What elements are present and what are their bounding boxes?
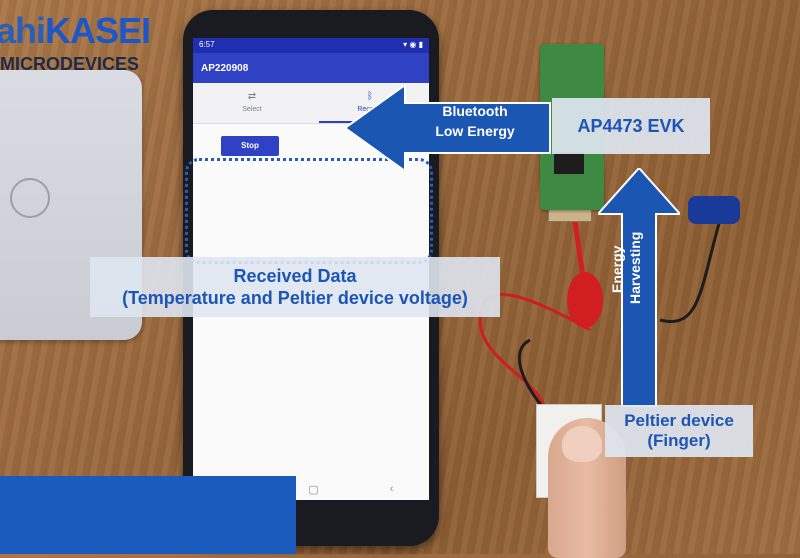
peltier-label-line2: (Finger) [647, 431, 711, 450]
peltier-label: Peltier device (Finger) [605, 405, 753, 457]
home-icon[interactable]: ▢ [308, 483, 319, 496]
company-logo: ahiKASEI MICRODEVICES [0, 10, 151, 75]
status-icons: ▾ ◉ ▮ [403, 40, 423, 49]
peltier-label-line1: Peltier device [624, 411, 734, 430]
energy-label-line1: Energy [609, 245, 625, 293]
energy-harvesting-label: Energy Harvesting [608, 231, 684, 304]
received-data-frame [185, 158, 433, 264]
received-label-line2: (Temperature and Peltier device voltage) [122, 288, 468, 308]
select-icon: ⇄ [247, 91, 257, 102]
device-logo-icon [10, 178, 50, 218]
energy-label-line2: Harvesting [627, 231, 643, 304]
bottom-blue-band [0, 476, 296, 554]
ble-label-line2: Low Energy [435, 123, 515, 139]
logo-main: KASEI [45, 10, 151, 51]
status-bar: 6:57 ▾ ◉ ▮ [193, 38, 429, 53]
app-title-bar: AP220908 [193, 53, 429, 83]
evk-chip [554, 152, 584, 174]
tab-select[interactable]: ⇄ Select [193, 83, 311, 123]
app-title: AP220908 [201, 63, 249, 74]
received-data-label: Received Data (Temperature and Peltier d… [90, 257, 500, 317]
logo-subtitle: MICRODEVICES [0, 54, 140, 74]
stop-button[interactable]: Stop [221, 136, 279, 156]
bluetooth-icon: ᛒ [367, 91, 373, 102]
tab-select-label: Select [242, 106, 262, 113]
logo-prefix: ahi [0, 10, 46, 51]
evk-label: AP4473 EVK [552, 98, 710, 154]
fingernail [562, 426, 602, 462]
blue-clip [688, 196, 740, 224]
ble-label: Bluetooth Low Energy [400, 101, 550, 141]
back-icon[interactable]: ‹ [389, 483, 394, 495]
ble-label-line1: Bluetooth [442, 103, 508, 119]
status-time: 6:57 [199, 40, 215, 49]
received-label-line1: Received Data [233, 266, 357, 286]
ble-arrow [345, 85, 551, 171]
